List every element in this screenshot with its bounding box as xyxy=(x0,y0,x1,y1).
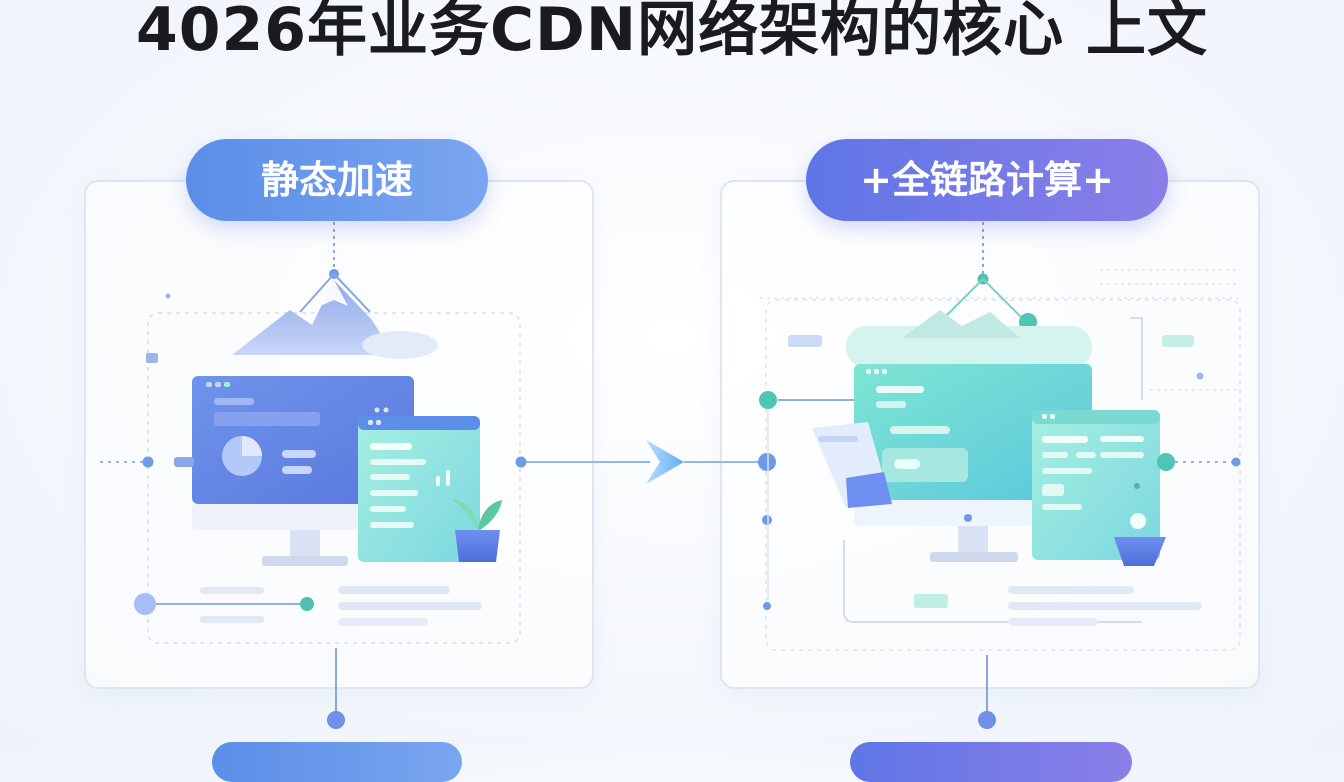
node-dot xyxy=(142,456,154,468)
node-dot xyxy=(763,602,771,610)
node-dot xyxy=(300,597,314,611)
left-illustration xyxy=(100,222,527,729)
bottom-left-pill xyxy=(212,742,462,782)
page-title: 4026年业务CDN网络架构的核心 上文 xyxy=(136,0,1208,65)
node-dot xyxy=(759,391,777,409)
plant-icon xyxy=(452,499,502,562)
architecture-illustration xyxy=(100,222,1241,729)
node-dot xyxy=(134,593,156,615)
node-dot xyxy=(758,453,776,471)
full-link-computing-label: +全链路计算+ xyxy=(806,139,1168,221)
node-dot xyxy=(762,515,772,525)
tablet-icon xyxy=(358,416,480,562)
node-dot xyxy=(1157,453,1175,471)
right-illustration xyxy=(758,222,1241,729)
tablet-icon xyxy=(1032,410,1160,560)
document-icon xyxy=(812,422,892,508)
node-dot xyxy=(515,456,527,468)
flow-arrow-icon xyxy=(526,440,762,484)
bowl-icon xyxy=(1114,537,1166,566)
static-acceleration-label: 静态加速 xyxy=(186,139,488,221)
bottom-right-pill xyxy=(850,742,1132,782)
node-dot xyxy=(978,711,996,729)
node-dot xyxy=(327,711,345,729)
node-dot xyxy=(1231,457,1241,467)
mountain-icon xyxy=(232,280,394,355)
